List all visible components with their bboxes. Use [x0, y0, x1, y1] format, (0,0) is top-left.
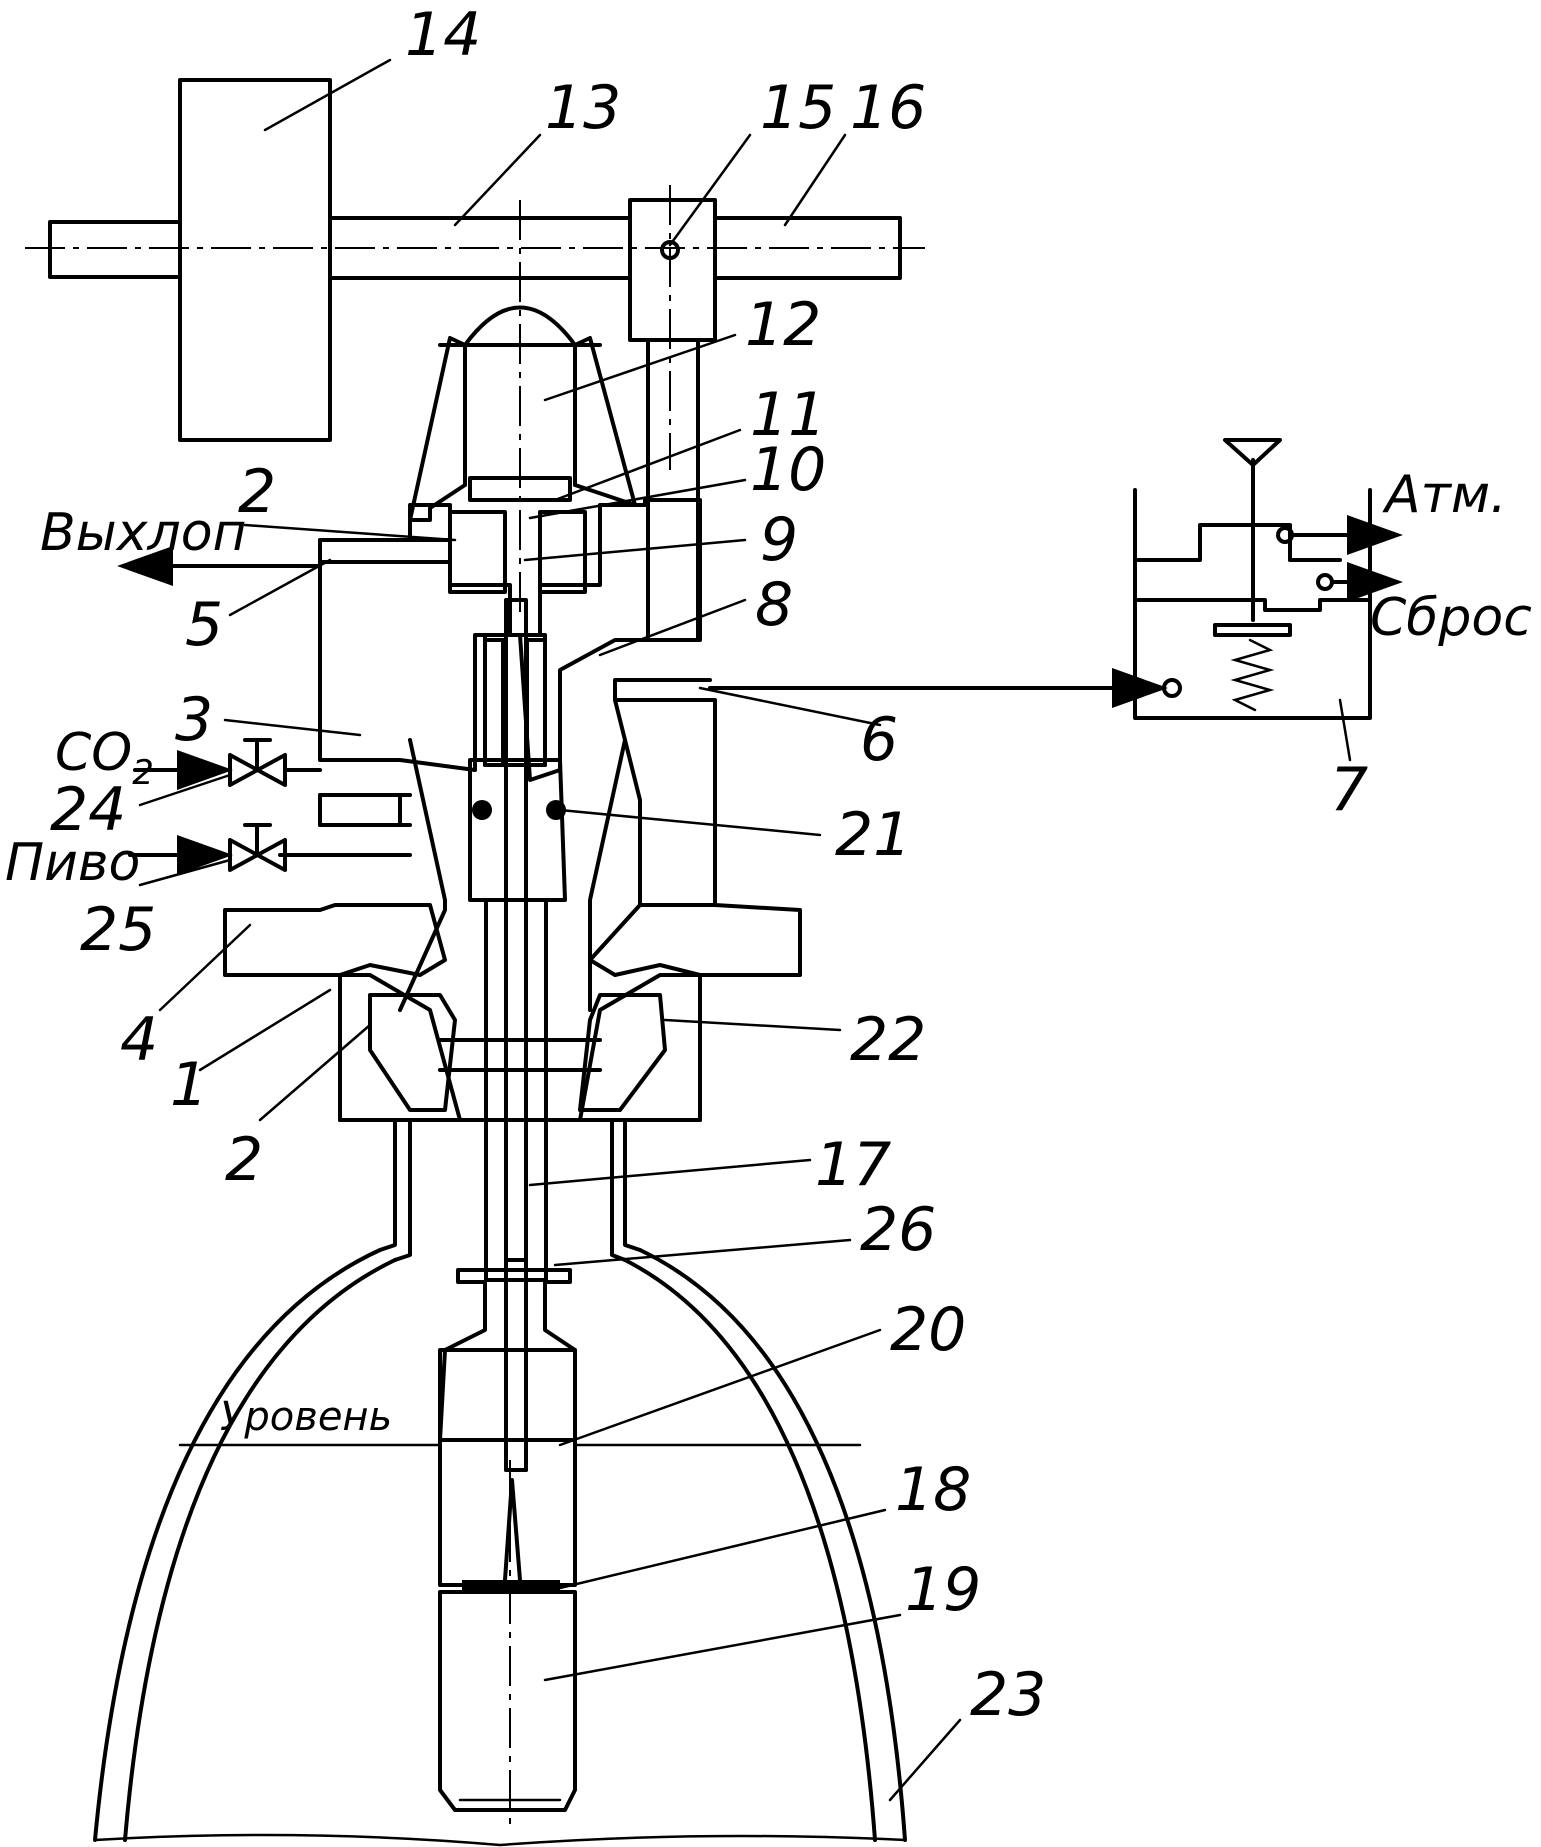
- label-18: 18: [895, 1455, 971, 1525]
- regulator-7: [1135, 440, 1395, 760]
- label-12: 12: [745, 290, 821, 360]
- inlet-valves: [130, 740, 320, 870]
- cylinder-23: [95, 1120, 905, 1845]
- label-22: 22: [850, 1005, 926, 1075]
- label-16: 16: [850, 73, 926, 143]
- cone-chamber: [280, 740, 625, 1010]
- bracket-15: [630, 200, 715, 340]
- label-atm: Атм.: [1382, 465, 1507, 525]
- flywheel-14: [180, 80, 330, 440]
- chamber-5: [450, 512, 505, 592]
- label-exhaust: Выхлоп: [40, 503, 247, 563]
- label-8: 8: [755, 570, 793, 640]
- label-1: 1: [170, 1050, 208, 1120]
- central-rod: [470, 600, 566, 1470]
- label-beer: Пиво: [5, 833, 140, 893]
- label-9: 9: [760, 505, 798, 575]
- label-2-bottom: 2: [225, 1125, 263, 1195]
- label-7: 7: [1330, 755, 1368, 825]
- label-5: 5: [185, 590, 223, 660]
- piston-21: [470, 760, 565, 900]
- lower-body-1: [340, 975, 700, 1120]
- float-19: [440, 1592, 575, 1810]
- label-15: 15: [760, 73, 836, 143]
- label-6: 6: [860, 705, 898, 775]
- label-19: 19: [905, 1555, 981, 1625]
- label-10: 10: [750, 435, 826, 505]
- label-level: Уровень: [220, 1394, 392, 1440]
- label-17: 17: [815, 1130, 891, 1200]
- label-21: 21: [835, 800, 911, 870]
- label-3: 3: [175, 685, 213, 755]
- label-23: 23: [970, 1660, 1046, 1730]
- label-reset: Сброс: [1370, 588, 1532, 648]
- label-26: 26: [860, 1195, 936, 1265]
- label-4: 4: [120, 1005, 158, 1075]
- label-14: 14: [405, 0, 481, 70]
- label-13: 13: [545, 73, 621, 143]
- label-25: 25: [80, 895, 156, 965]
- label-20: 20: [890, 1295, 966, 1365]
- flange-4: [225, 905, 800, 975]
